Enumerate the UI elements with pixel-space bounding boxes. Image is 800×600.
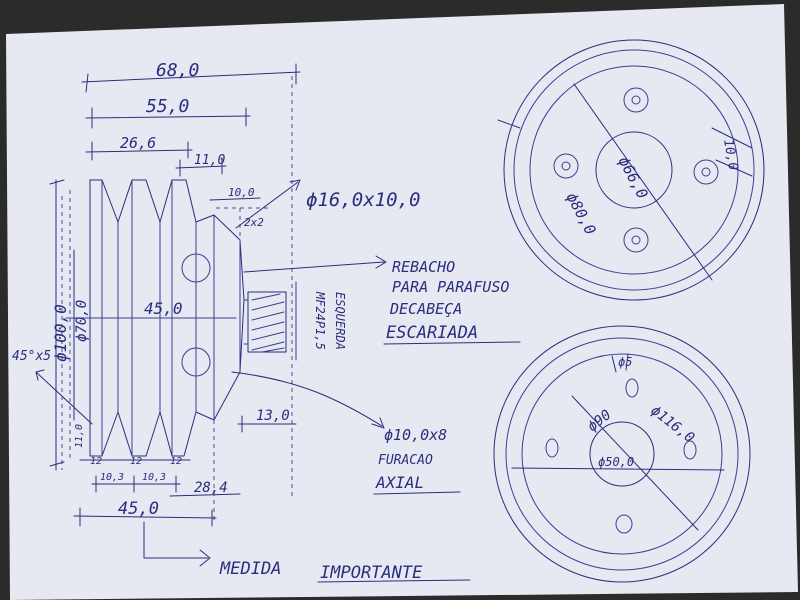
dim-55: 55,0 (146, 96, 189, 117)
top-outer-circle (503, 39, 765, 301)
bottom-dia-hole: ϕ5 (618, 355, 632, 369)
dim-line-dia (49, 179, 75, 471)
note-holes-3: AXIAL (375, 473, 424, 492)
note-thread-1: ESQUERDA (333, 292, 347, 350)
note-rebaixo-3: DECABEÇA (389, 300, 462, 318)
note-rebaixo-4: ESCARIADA (386, 323, 478, 343)
top-hole-n-inner (631, 95, 641, 105)
bottom-dia-center: ϕ50,0 (598, 455, 634, 469)
top-hole-n (623, 87, 649, 113)
note-rebaixo-2: PARA PARAFUSO (392, 278, 509, 296)
dim-total: 68,0 (156, 60, 199, 81)
pitch-1: 12 (90, 456, 102, 467)
dim-line-10 (209, 197, 261, 201)
bottom-diagonal (571, 395, 699, 531)
underline-axial (373, 491, 461, 495)
bottom-hole-e (683, 440, 697, 460)
dim-line-28 (169, 493, 241, 497)
dia-100: ϕ100,0 (51, 304, 70, 362)
front-view-top (497, 39, 765, 301)
pulley-outline (89, 179, 245, 457)
bottom-tick (611, 353, 629, 373)
bottom-outer-circle (493, 325, 751, 583)
front-view-bottom (493, 325, 751, 583)
leader-important (143, 521, 211, 567)
note-rebaixo-1: REBACHO (392, 258, 455, 276)
dim-line-45b (73, 507, 217, 527)
bottom-hole-s (615, 514, 633, 534)
dim-line-13 (237, 415, 297, 433)
dim-26: 26,6 (120, 134, 156, 152)
dim-line-groove (91, 475, 181, 493)
dim-line-55 (85, 107, 251, 129)
top-dim-right: 10,0 (720, 138, 740, 172)
bottom-hole-n (625, 378, 639, 398)
dim-13: 13,0 (256, 408, 290, 424)
dim-28: 28,4 (194, 480, 228, 496)
hole-upper (181, 253, 211, 283)
leader-bore (235, 179, 301, 229)
dim-10: 10,0 (228, 186, 255, 199)
dia-70: ϕ70,0 (74, 300, 90, 342)
top-tick-lines (497, 119, 753, 177)
notes: ϕ16,0x10,0 REBACHO PARA PARAFUSO DECABEÇ… (219, 189, 509, 583)
top-hole-w-inner (561, 161, 571, 171)
dim-45-center: 45,0 (144, 299, 183, 318)
top-hole-e-inner (701, 167, 711, 177)
top-hole-s (623, 227, 649, 253)
top-hub-circle (595, 131, 673, 209)
leader-rebaixo (243, 255, 387, 273)
note-thread-2: MF24P1,5 (313, 291, 327, 350)
dim-line-11 (175, 157, 227, 177)
dim-line-68 (81, 63, 301, 93)
thread-ext (243, 281, 297, 361)
hole-lower (181, 347, 211, 377)
dim-45-bottom: 45,0 (118, 499, 159, 519)
edge-11: 11,0 (74, 424, 85, 448)
chamfer-arrow (35, 369, 93, 425)
note-holes-1: ϕ10,0x8 (384, 426, 447, 444)
note-bore: ϕ16,0x10,0 (306, 189, 420, 211)
note-holes-2: FURACAO (378, 453, 433, 468)
side-view (35, 63, 521, 583)
groove-1: 10,3 (100, 472, 124, 483)
dim-11: 11,0 (194, 153, 225, 168)
dim-line-26 (85, 141, 193, 161)
note-important-1: MEDIDA (219, 559, 281, 579)
chamfer-label: 45°x5 (12, 349, 51, 364)
bottom-ring-2 (505, 337, 739, 571)
top-hole-s-inner (631, 235, 641, 245)
dim-chamfer: 2x2 (244, 216, 264, 229)
top-ring-2 (513, 49, 755, 291)
underline-important (317, 579, 471, 583)
thread-hatch (251, 293, 285, 353)
pitch-2: 12 (130, 456, 142, 467)
groove-2: 10,3 (142, 472, 166, 483)
top-diagonal (573, 83, 713, 281)
bottom-center-circle (589, 421, 655, 487)
top-hole-e (693, 159, 719, 185)
bottom-horizontal (511, 467, 725, 471)
underline-escariada (383, 341, 521, 345)
leader-holes (231, 371, 385, 429)
bottom-ring-3 (521, 353, 723, 555)
note-important-2: IMPORTANTE (320, 563, 423, 583)
pitch-3: 12 (170, 456, 182, 467)
side-view-labels: 68,0 55,0 26,6 11,0 10,0 2x2 45,0 ϕ70,0 … (12, 60, 290, 519)
bottom-hole-w (545, 438, 559, 458)
hidden-lines (61, 76, 293, 520)
top-hole-w (553, 153, 579, 179)
thread-stud (247, 291, 287, 353)
